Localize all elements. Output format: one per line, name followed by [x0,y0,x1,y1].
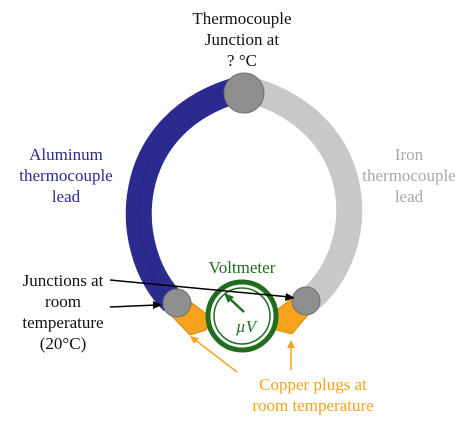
arrow-junction-left [109,304,158,308]
voltmeter-needle-head [224,293,234,303]
aluminum-lead [125,75,248,312]
arrow-junction-right [109,279,291,298]
junction-right [291,286,321,316]
aluminum-lead-outline [138,87,245,303]
voltmeter-unit-label: µV [235,317,257,336]
voltmeter-inner-ring [213,287,271,345]
junction-left [162,288,192,318]
room-junctions-label: Junctions at room temperature (20°C) [22,271,104,353]
iron-lead-label: Iron thermocouple lead [362,145,456,206]
arrow-plug-right-head [287,340,295,348]
junction-top-label: Thermocouple Junction at ? °C [192,9,292,70]
aluminum-lead-label: Aluminum thermocouple lead [19,145,113,206]
arrow-plug-left-head [190,336,199,344]
voltmeter-dial [205,279,279,353]
iron-lead [240,75,363,313]
voltmeter-label: Voltmeter [208,258,276,277]
arrow-junction-left-head [153,301,162,309]
arrow-junction-right-head [285,293,295,301]
arrow-plug-left [193,338,238,373]
voltmeter-needle [228,297,245,313]
junction-top [223,72,265,114]
copper-plugs-label: Copper plugs at room temperature [252,375,374,415]
